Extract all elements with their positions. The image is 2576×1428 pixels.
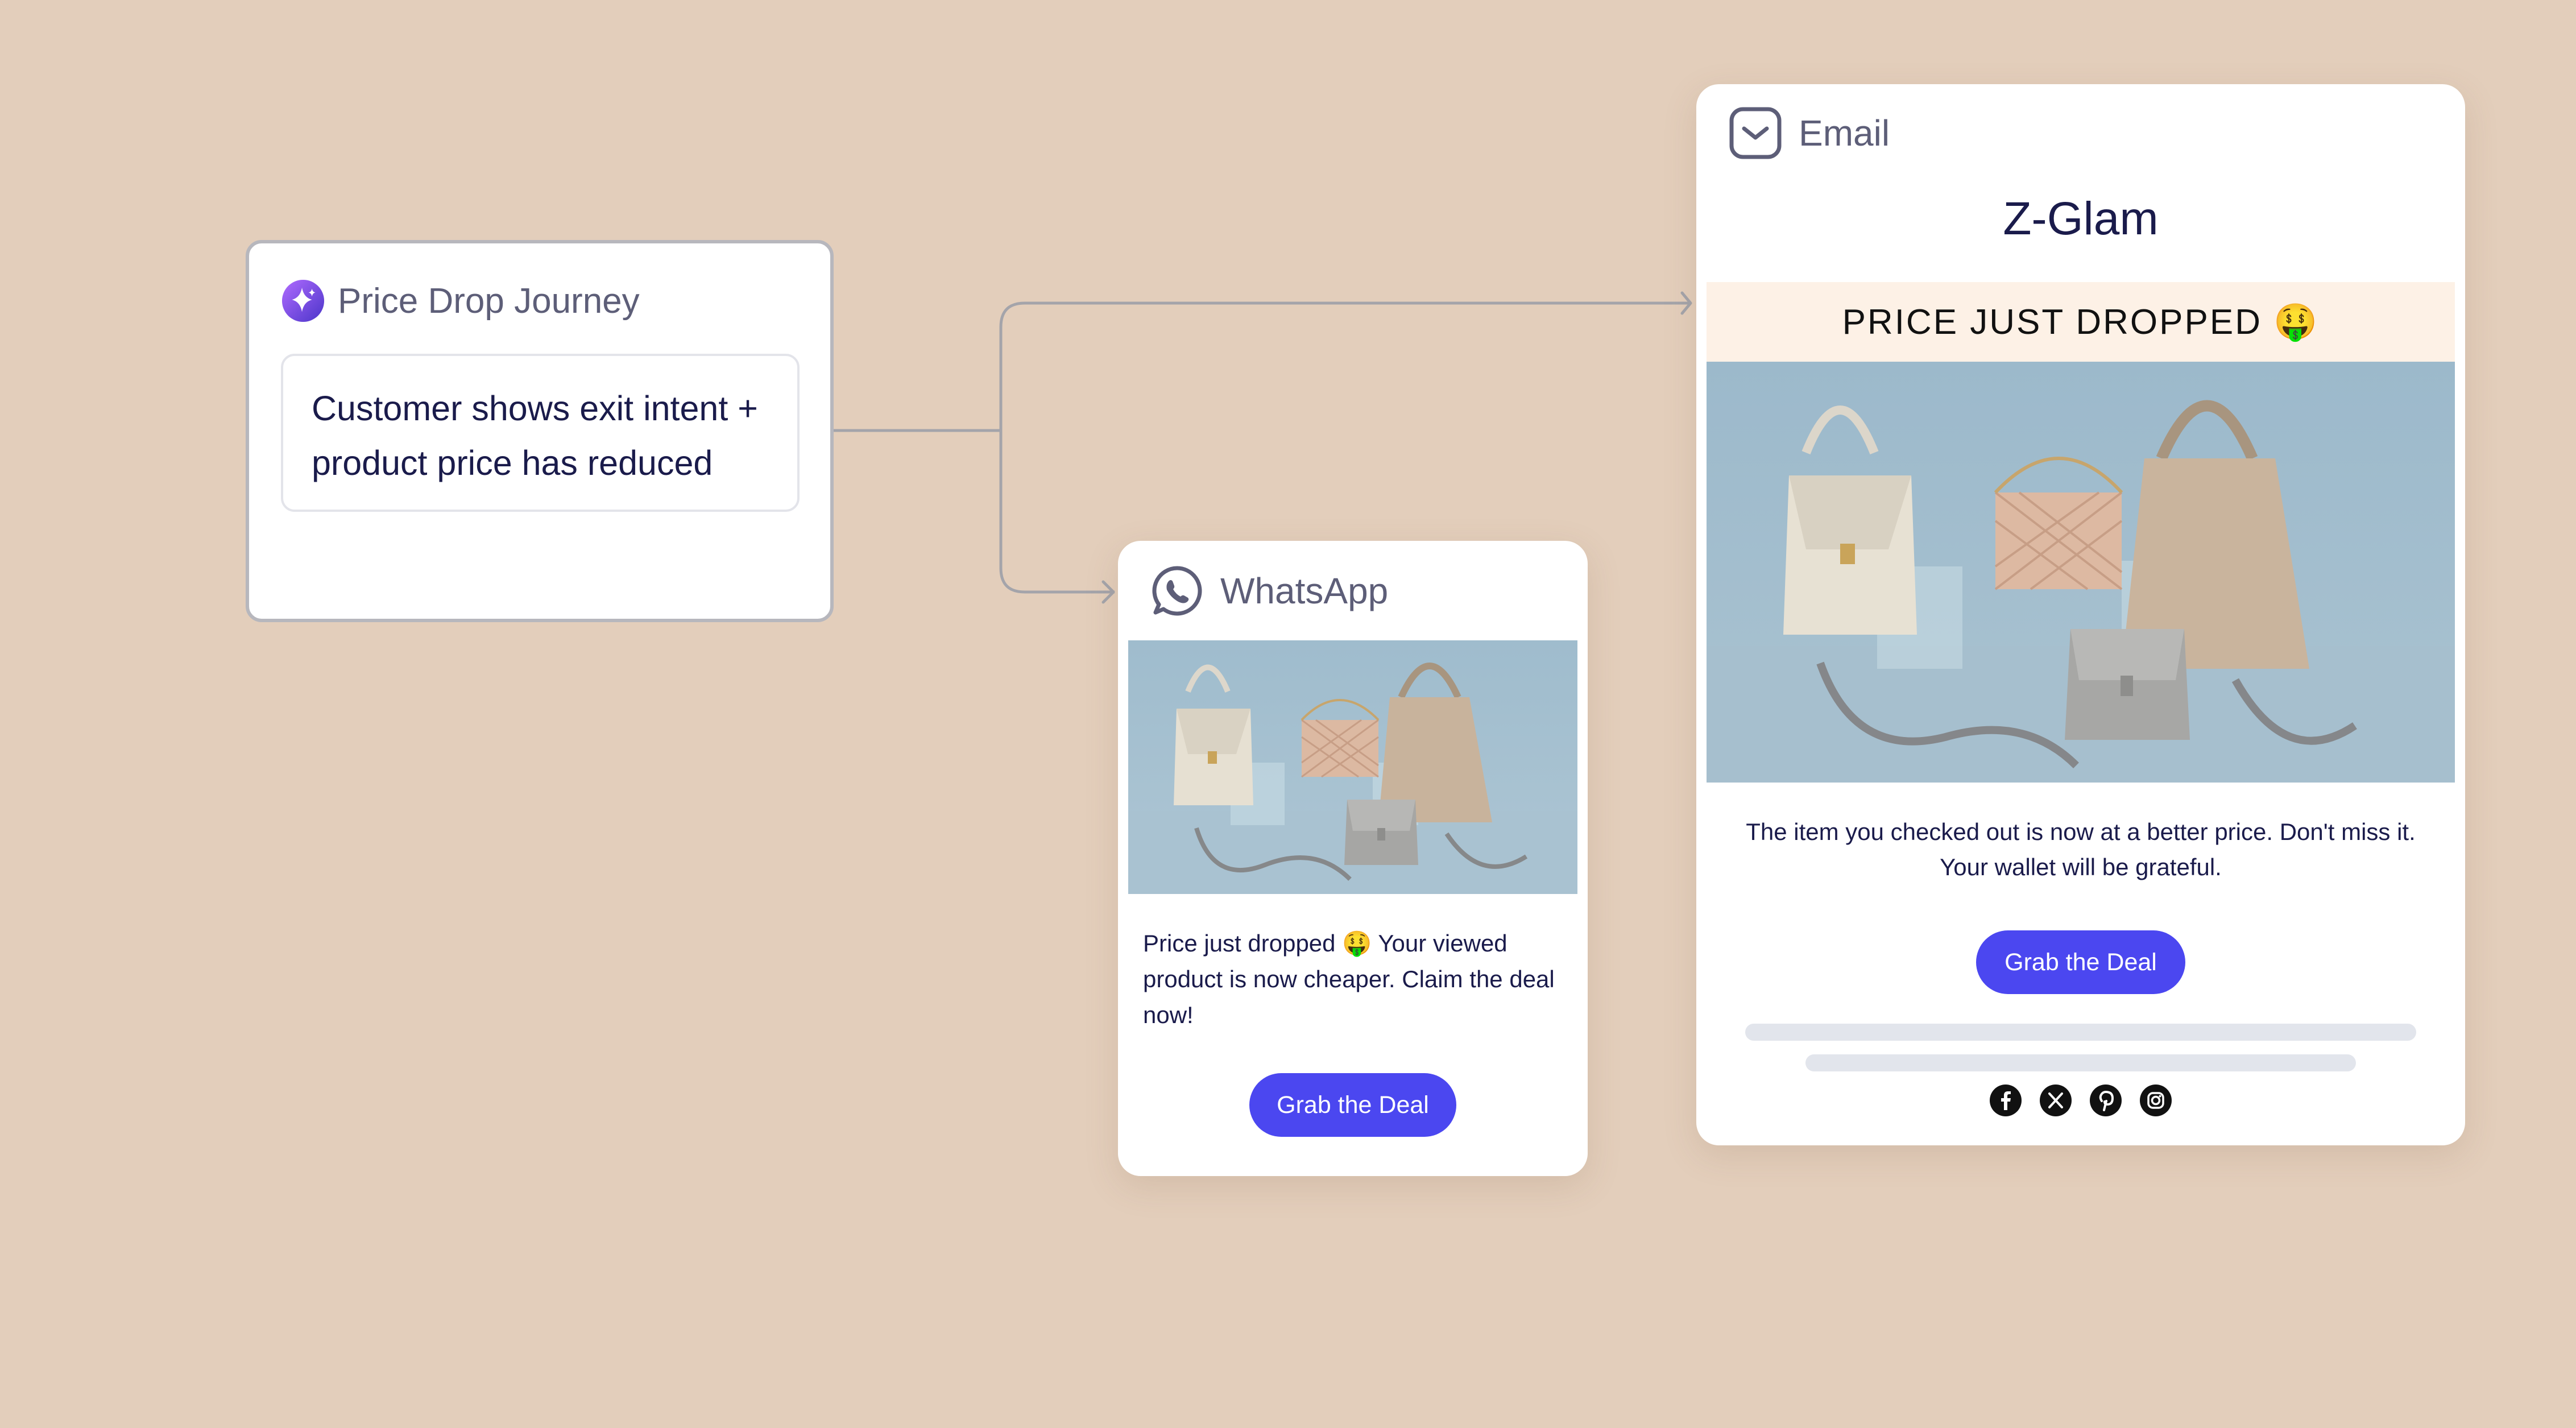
trigger-condition-box[interactable]: Customer shows exit intent + product pri… xyxy=(281,354,800,512)
email-grab-deal-button[interactable]: Grab the Deal xyxy=(1976,930,2185,994)
mail-icon xyxy=(1729,107,1782,159)
journey-title: Price Drop Journey xyxy=(338,281,640,321)
footer-placeholder-line xyxy=(1805,1054,2356,1071)
sparkle-icon xyxy=(281,279,325,322)
footer-placeholder-line xyxy=(1745,1024,2416,1041)
price-drop-banner: PRICE JUST DROPPED 🤑 xyxy=(1707,282,2455,362)
email-header: Email xyxy=(1728,106,1890,160)
whatsapp-message: Price just dropped 🤑 Your viewed product… xyxy=(1143,930,1555,1028)
whatsapp-grab-deal-button[interactable]: Grab the Deal xyxy=(1249,1073,1456,1137)
handbags-image xyxy=(1128,640,1577,894)
pinterest-icon[interactable] xyxy=(2089,1084,2122,1117)
journey-header: Price Drop Journey xyxy=(281,279,640,323)
whatsapp-label: WhatsApp xyxy=(1220,570,1389,611)
facebook-icon[interactable] xyxy=(1989,1084,2022,1117)
email-body-text: The item you checked out is now at a bet… xyxy=(1746,818,2416,880)
email-label: Email xyxy=(1799,113,1890,154)
x-icon[interactable] xyxy=(2039,1084,2072,1117)
trigger-text: Customer shows exit intent + product pri… xyxy=(312,389,758,482)
email-card[interactable]: Email Z-Glam PRICE JUST DROPPED 🤑 The it xyxy=(1696,84,2465,1145)
handbags-image xyxy=(1707,362,2455,783)
social-icons-row xyxy=(1696,1084,2465,1117)
whatsapp-header: WhatsApp xyxy=(1151,565,1388,617)
banner-text: PRICE JUST DROPPED 🤑 xyxy=(1842,302,2320,342)
whatsapp-icon xyxy=(1152,566,1202,616)
instagram-icon[interactable] xyxy=(2139,1084,2172,1117)
journey-card[interactable]: Price Drop Journey Customer shows exit i… xyxy=(246,240,834,622)
whatsapp-card[interactable]: WhatsApp Price just dropped 🤑 Your viewe… xyxy=(1118,541,1588,1176)
brand-name: Z-Glam xyxy=(2003,193,2159,245)
